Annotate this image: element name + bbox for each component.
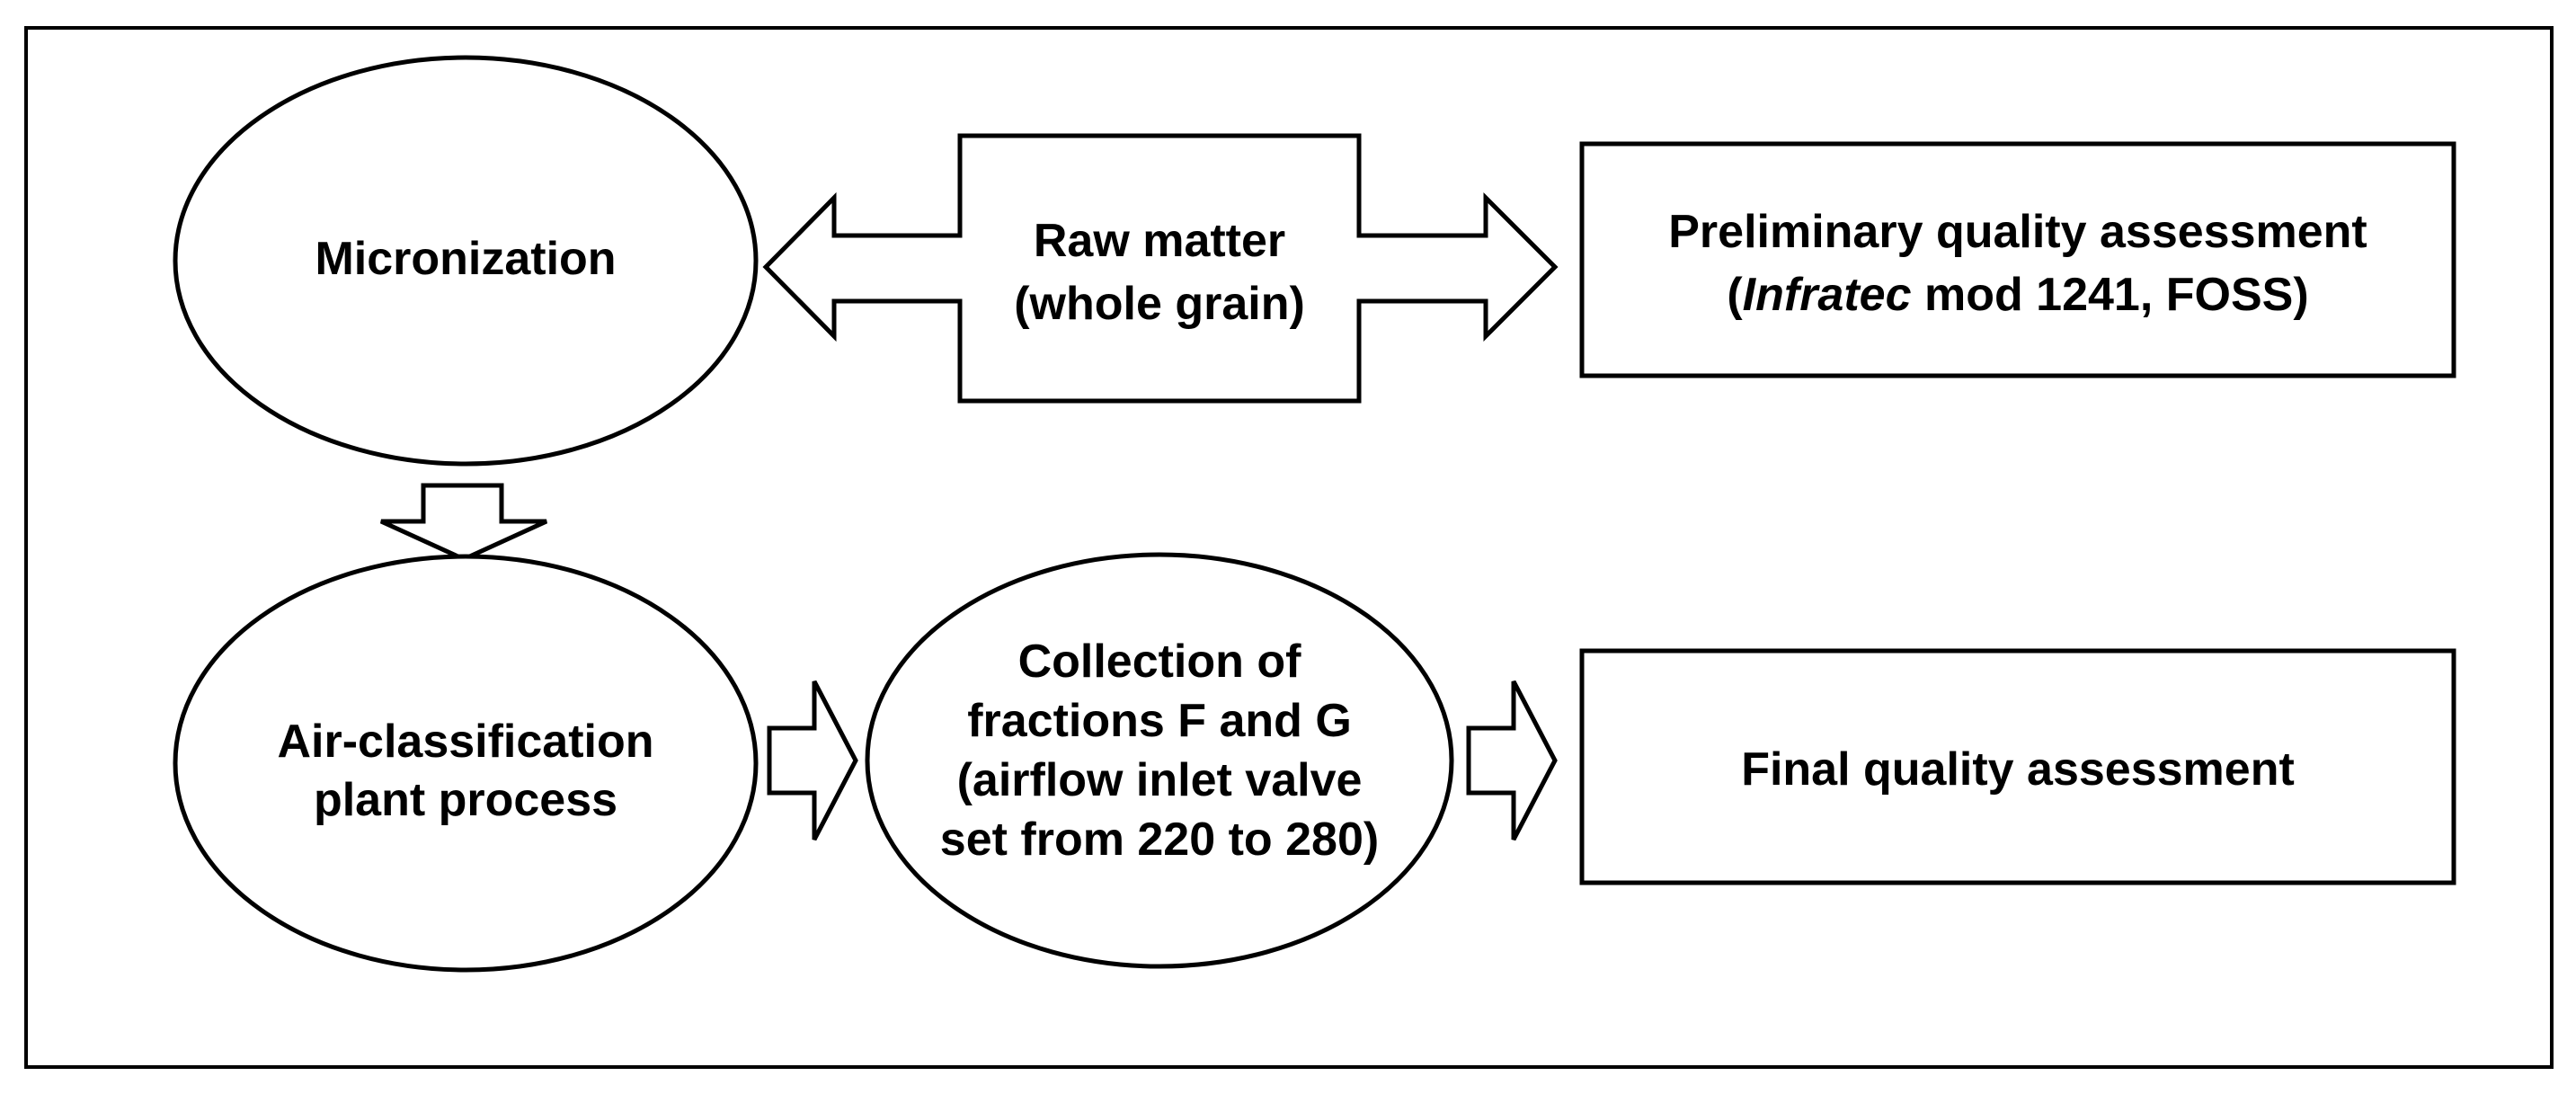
right-arrow-to-collection bbox=[767, 680, 858, 841]
final-assessment-node bbox=[1579, 648, 2456, 885]
down-arrow bbox=[379, 483, 548, 562]
collection-label-line4: set from 220 to 280) bbox=[940, 814, 1379, 866]
air-classification-label-line1: Air-classification bbox=[277, 716, 653, 768]
raw-matter-label-line2: (whole grain) bbox=[1014, 278, 1305, 330]
preliminary-assessment-label-line1: Preliminary quality assessment bbox=[1668, 206, 2367, 258]
diagram-frame bbox=[24, 26, 2554, 1069]
air-classification-label-line2: plant process bbox=[314, 774, 617, 826]
collection-label-line2: fractions F and G bbox=[967, 695, 1352, 747]
raw-matter-label-line1: Raw matter bbox=[1034, 215, 1285, 267]
collection-label-line3: (airflow inlet valve bbox=[957, 754, 1363, 806]
micronization-label: Micronization bbox=[315, 233, 616, 285]
collection-label-line1: Collection of bbox=[1018, 636, 1302, 688]
micronization-node bbox=[173, 55, 759, 467]
preliminary-assessment-node bbox=[1579, 141, 2456, 378]
air-classification-node bbox=[173, 554, 759, 973]
final-assessment-label: Final quality assessment bbox=[1741, 743, 2295, 796]
right-arrow-to-final bbox=[1466, 680, 1558, 841]
raw-matter-double-arrow bbox=[762, 133, 1559, 404]
preliminary-assessment-label-line2: (Infratec mod 1241, FOSS) bbox=[1727, 269, 2308, 321]
collection-node bbox=[865, 552, 1454, 969]
